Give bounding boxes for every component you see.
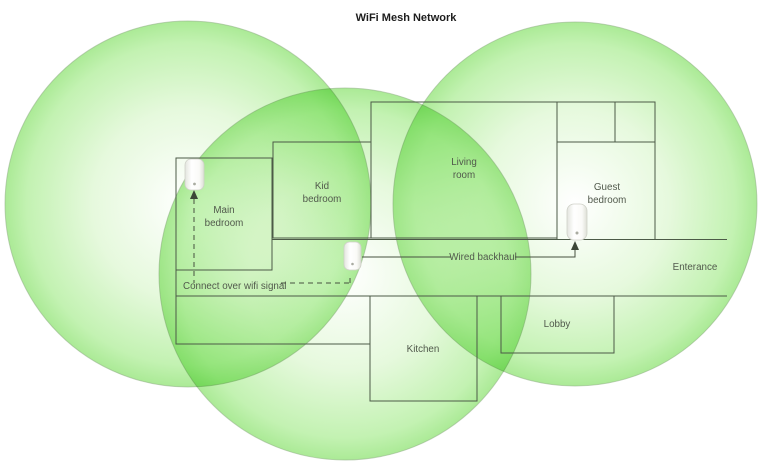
floor-plan — [175, 101, 727, 402]
device-led-dot — [193, 182, 196, 186]
label-kitchen: Kitchen — [407, 344, 440, 355]
label-wired-backhaul: Wired backhaul — [449, 252, 517, 263]
mesh-node-guest-bedroom — [566, 203, 588, 241]
wired-backhaul-line-right — [515, 250, 576, 258]
diagram-title: WiFi Mesh Network — [356, 12, 458, 24]
device-led-dot — [575, 231, 579, 235]
label-guest-bedroom-1: Guest — [594, 182, 620, 193]
arrow-up-icon — [190, 190, 198, 199]
room-living-room-walls — [370, 101, 558, 239]
wifi-signal-line-horizontal — [281, 274, 351, 284]
label-main-bedroom-2: bedroom — [205, 218, 244, 229]
label-lobby: Lobby — [544, 319, 571, 330]
coverage-circles — [4, 20, 758, 461]
router-device-icon — [343, 241, 362, 271]
lower-left-room-walls — [175, 270, 370, 345]
arrow-up-icon — [571, 241, 579, 250]
router-device-icon — [566, 203, 588, 241]
mesh-node-hallway — [343, 241, 362, 271]
wired-backhaul-connection: Wired backhaul — [362, 241, 579, 263]
device-led-dot — [351, 262, 354, 266]
wifi-signal-connection: Connect over wifi signal — [183, 190, 351, 292]
room-labels: Main bedroom Kid bedroom Living room Gue… — [205, 157, 718, 355]
label-enterance: Enterance — [673, 262, 718, 273]
router-device-icon — [184, 158, 205, 191]
label-kid-bedroom-2: bedroom — [303, 194, 342, 205]
mesh-node-main-bedroom — [184, 158, 205, 191]
room-kitchen-walls — [369, 295, 478, 402]
room-main-bedroom-walls — [175, 157, 273, 271]
room-guest-bedroom-walls — [556, 101, 656, 240]
label-living-room-1: Living — [451, 157, 477, 168]
label-guest-bedroom-2: bedroom — [588, 195, 627, 206]
label-connect-over-wifi: Connect over wifi signal — [183, 281, 286, 292]
room-lobby-walls — [500, 295, 615, 354]
label-living-room-2: room — [453, 170, 475, 181]
label-kid-bedroom-1: Kid — [315, 181, 329, 192]
label-main-bedroom-1: Main — [213, 205, 234, 216]
